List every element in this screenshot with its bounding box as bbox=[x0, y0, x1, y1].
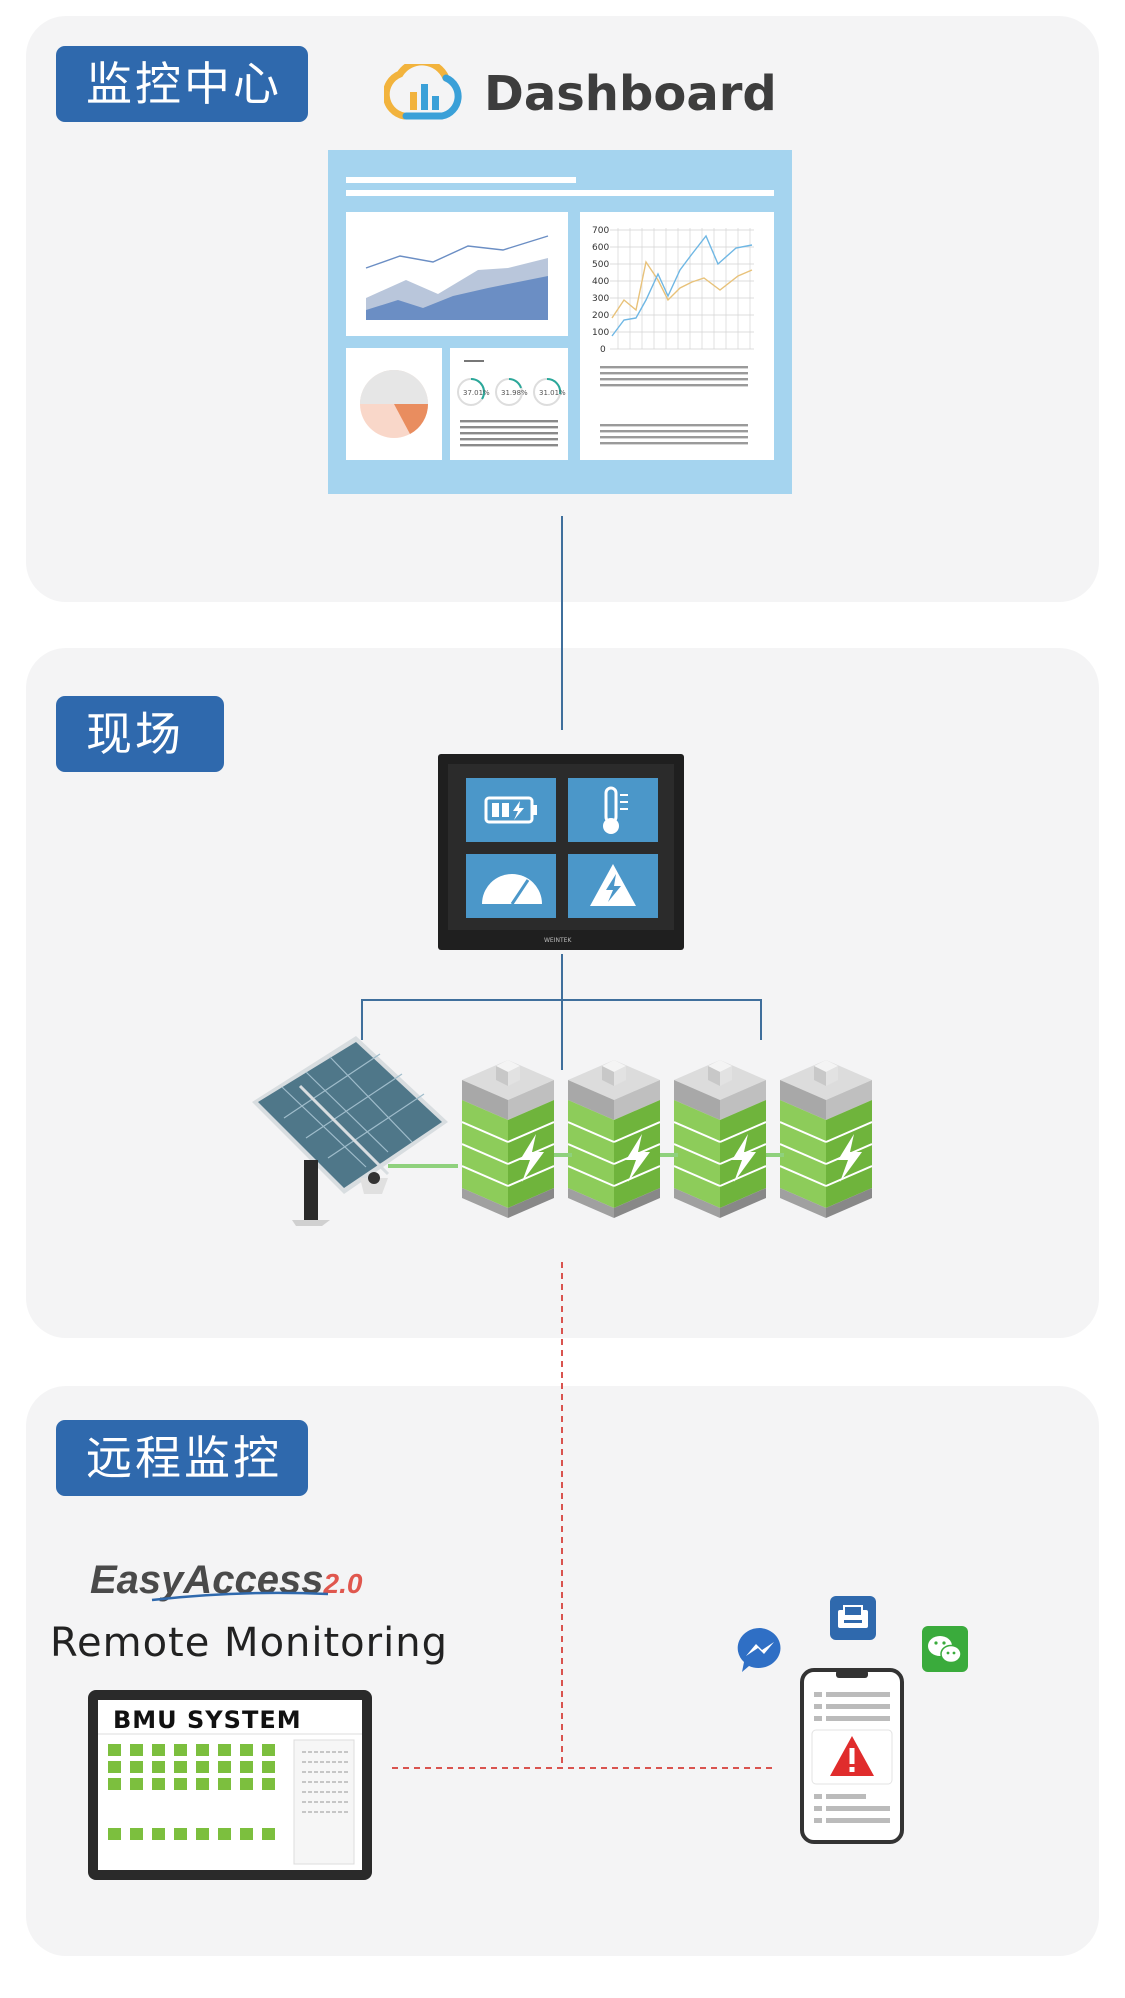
bmu-cell-grid bbox=[108, 1744, 275, 1840]
easyaccess-swoosh bbox=[151, 1591, 329, 1602]
stat-label: 37.01% bbox=[463, 389, 490, 397]
sms-icon bbox=[830, 1596, 876, 1640]
hmi-brand-label: WEINTEK bbox=[544, 937, 572, 944]
hmi-panel-device: WEINTEK bbox=[438, 754, 684, 950]
line-chart-grid bbox=[610, 228, 754, 350]
battery-rack-2 bbox=[568, 1060, 660, 1218]
smartphone-alert bbox=[800, 1668, 904, 1844]
easyaccess-version: 2.0 bbox=[323, 1568, 363, 1599]
section-badge-monitoring-center: 监控中心 bbox=[56, 46, 308, 122]
y-tick-label: 200 bbox=[592, 311, 609, 321]
bmu-system-title: BMU SYSTEM bbox=[113, 1706, 302, 1734]
y-tick-label: 0 bbox=[600, 345, 606, 355]
y-tick-label: 700 bbox=[592, 226, 609, 236]
wechat-icon bbox=[922, 1626, 968, 1672]
y-tick-label: 400 bbox=[592, 277, 609, 287]
y-tick-label: 500 bbox=[592, 260, 609, 270]
pie-chart bbox=[360, 370, 428, 438]
battery-rack-1 bbox=[462, 1060, 554, 1218]
battery-link-lines bbox=[554, 1153, 784, 1157]
battery-rack-3 bbox=[674, 1060, 766, 1218]
line-chart-series-blue bbox=[611, 234, 753, 337]
dashboard-mockup: 700 600 500 400 300 200 100 0 37.01% 31.… bbox=[328, 150, 792, 494]
section-badge-remote-monitoring: 远程监控 bbox=[56, 1420, 308, 1496]
y-tick-label: 600 bbox=[592, 243, 609, 253]
y-tick-label: 100 bbox=[592, 328, 609, 338]
gauge-icon bbox=[482, 874, 542, 905]
high-voltage-warning-icon bbox=[590, 864, 636, 906]
dashboard-title: Dashboard bbox=[484, 66, 777, 122]
section-badge-site: 现场 bbox=[56, 696, 224, 772]
stat-label: 31.01% bbox=[539, 389, 566, 397]
alert-warning-icon bbox=[830, 1736, 874, 1776]
stat-label: 31.98% bbox=[501, 389, 528, 397]
bmu-tablet bbox=[88, 1690, 372, 1880]
y-tick-label: 300 bbox=[592, 294, 609, 304]
solar-panel-icon bbox=[252, 1036, 458, 1226]
remote-monitoring-subtitle: Remote Monitoring bbox=[50, 1620, 448, 1666]
battery-rack-4 bbox=[780, 1060, 872, 1218]
dashboard-cloud-logo-icon bbox=[384, 64, 462, 120]
thermometer-icon bbox=[603, 786, 628, 834]
messenger-icon bbox=[737, 1627, 781, 1672]
line-chart-series-orange bbox=[611, 260, 753, 319]
battery-charge-icon bbox=[484, 796, 537, 824]
